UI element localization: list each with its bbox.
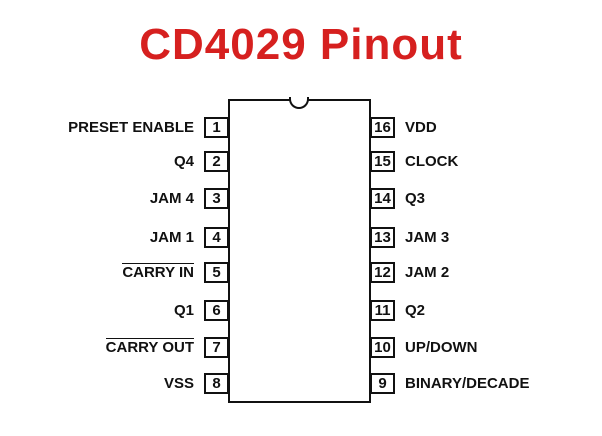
pin-label: JAM 2 [405,262,449,283]
pin-label-text: JAM 2 [405,264,450,281]
pin-label: VDD [405,117,437,138]
pin-label: Q4 [174,151,194,172]
pin-label-text: Q2 [405,302,426,319]
pin-number: 6 [204,300,229,321]
pin-label: BINARY/DECADE [405,373,529,394]
chip-body [228,99,371,403]
pin-label: VSS [164,373,194,394]
pin-number: 12 [370,262,395,283]
pin-label: Q2 [405,300,425,321]
pin-number: 5 [204,262,229,283]
pin-label-text: CLOCK [405,153,459,170]
pin-number: 7 [204,337,229,358]
pin-label-text: UP/DOWN [405,339,478,356]
pin-label-text: PRESET ENABLE [68,119,194,136]
pin-label-text: VSS [163,375,194,392]
pin-label: UP/DOWN [405,337,478,358]
pin-label-text: CARRY IN [122,263,194,281]
pin-label: CARRY OUT [105,337,194,358]
pin-label: Q3 [405,188,425,209]
pin-number: 3 [204,188,229,209]
pin-label: JAM 3 [405,227,449,248]
pin-label: JAM 1 [150,227,194,248]
pin-number: 13 [370,227,395,248]
page-title: CD4029 Pinout [139,20,463,69]
pin-number: 11 [370,300,395,321]
pin-number: 15 [370,151,395,172]
pin-label: JAM 4 [150,188,194,209]
pin-label-text: BINARY/DECADE [405,375,530,392]
pin-label-text: JAM 4 [149,190,194,207]
pin-label-text: Q1 [173,302,194,319]
pin-label-text: Q4 [173,153,194,170]
pin-label: CLOCK [405,151,458,172]
pin-label: PRESET ENABLE [68,117,194,138]
pin-number: 4 [204,227,229,248]
pin-label-text: JAM 1 [149,229,194,246]
pin-label-text: JAM 3 [405,229,450,246]
pin-label: Q1 [174,300,194,321]
pin-number: 10 [370,337,395,358]
pin-number: 14 [370,188,395,209]
chip-notch [289,97,309,109]
pin-label-text: CARRY OUT [105,338,194,356]
pin-label-text: Q3 [405,190,426,207]
pin-number: 1 [204,117,229,138]
pin-label: CARRY IN [122,262,194,283]
pin-label-text: VDD [405,119,437,136]
pin-number: 2 [204,151,229,172]
pin-number: 8 [204,373,229,394]
pin-number: 9 [370,373,395,394]
pin-number: 16 [370,117,395,138]
